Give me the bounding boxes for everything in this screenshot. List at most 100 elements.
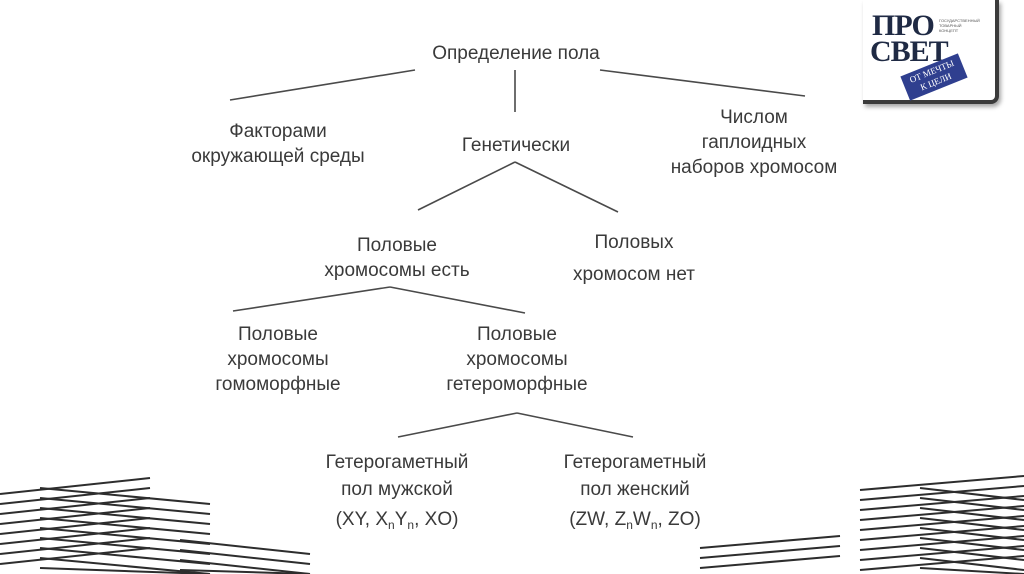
stripe-line — [0, 497, 151, 515]
stripe-line — [179, 559, 311, 574]
stripe-line — [0, 537, 151, 555]
stripe-line — [0, 487, 151, 505]
stripe-line — [919, 547, 1024, 561]
node-text: хромосом нет — [572, 264, 696, 285]
node-text: Половые — [357, 235, 437, 256]
stripe-line — [0, 507, 151, 525]
node-homomorphic: Половые хромосомы гомоморфные — [215, 322, 340, 397]
node-text: наборов хромосом — [670, 157, 838, 178]
connector-root-left — [229, 69, 416, 101]
formula-part: , ZO) — [657, 509, 701, 530]
formula-part: (XY, X — [335, 509, 389, 530]
stripe-line — [919, 537, 1024, 551]
node-text: Половых — [594, 232, 674, 253]
connector-genetic-right — [514, 161, 619, 213]
node-text: гаплоидных — [701, 132, 807, 153]
stripe-line — [859, 495, 1024, 511]
stripe-line — [699, 535, 841, 549]
node-text: пол женский — [580, 479, 690, 500]
stripe-line — [919, 567, 1024, 574]
stripe-line — [39, 537, 211, 555]
stripe-line — [859, 545, 1024, 561]
node-sex-chromosomes-absent: Половых хромосом нет — [573, 230, 695, 287]
stripe-line — [39, 527, 211, 545]
formula-subscript: n — [407, 518, 415, 532]
node-haploid-sets: Числом гаплоидных наборов хромосом — [671, 105, 838, 180]
connector-genetic-left — [417, 161, 516, 211]
stripe-line — [919, 497, 1024, 511]
node-text: Факторами — [229, 121, 327, 142]
node-genetically: Генетически — [462, 133, 570, 158]
logo-small-text: ГОСУДАРСТВЕННЫЙ ТОВАРНЫЙ КОНЦЕПТ — [939, 18, 980, 33]
connector-present-right — [389, 286, 526, 314]
node-text: Гетерогаметный — [563, 452, 707, 473]
node-heteromorphic: Половые хромосомы гетероморфные — [446, 322, 587, 397]
node-text: Половые — [477, 324, 557, 345]
node-text: Гетерогаметный — [325, 452, 469, 473]
node-text: хромосомы — [227, 349, 329, 370]
logo-small-line: КОНЦЕПТ — [939, 28, 959, 33]
stripe-line — [859, 515, 1024, 531]
node-text: пол мужской — [341, 479, 453, 500]
formula-male: (XY, XnYn, XO) — [326, 506, 469, 533]
node-text: Определение пола — [432, 43, 600, 64]
stripe-line — [699, 545, 841, 559]
stripe-line — [39, 487, 211, 505]
formula-part: Y — [394, 509, 408, 530]
stripe-line — [39, 507, 211, 525]
stripe-line — [0, 517, 151, 535]
stripe-line — [39, 517, 211, 535]
formula-subscript: n — [650, 518, 658, 532]
connector-hetero-left — [397, 412, 518, 438]
logo-word-pro: ПРО — [872, 9, 935, 42]
node-sex-chromosomes-present: Половые хромосомы есть — [324, 233, 469, 283]
node-text: гетероморфные — [446, 374, 588, 395]
stripe-line — [0, 527, 151, 545]
node-text: окружающей среды — [191, 146, 365, 167]
node-text: Половые — [237, 324, 318, 345]
node-text: Числом — [720, 107, 788, 128]
formula-subscript: n — [388, 518, 395, 532]
stripe-line — [859, 535, 1024, 551]
stripe-line — [0, 547, 151, 565]
stripe-line — [919, 487, 1024, 501]
stripe-line — [39, 497, 211, 515]
stripe-line — [919, 527, 1024, 541]
formula-part: W — [632, 509, 651, 530]
logo-small-line: ГОСУДАРСТВЕННЫЙ — [939, 18, 980, 23]
stripe-line — [859, 475, 1024, 491]
node-text: хромосомы — [466, 349, 568, 370]
node-text: Генетически — [461, 135, 571, 156]
connector-present-left — [232, 286, 391, 312]
stripe-line — [859, 525, 1024, 541]
stripe-line — [179, 539, 311, 555]
stripe-line — [39, 567, 211, 574]
stripe-line — [859, 555, 1024, 571]
node-text: хромосомы есть — [324, 260, 470, 281]
stripe-line — [859, 505, 1024, 521]
node-environmental-factors: Факторами окружающей среды — [191, 119, 364, 169]
stripe-line — [859, 485, 1024, 501]
formula-female: (ZW, ZnWn, ZO) — [564, 506, 707, 533]
connector-root-right — [599, 69, 806, 97]
formula-part: (ZW, Z — [569, 509, 627, 530]
stripe-line — [179, 549, 311, 565]
node-text: гомоморфные — [215, 374, 341, 395]
connector-hetero-right — [516, 412, 634, 438]
node-female-heterogametic: Гетерогаметный пол женский (ZW, ZnWn, ZO… — [564, 449, 707, 533]
stripe-line — [179, 569, 311, 574]
stripe-line — [919, 557, 1024, 571]
stripe-line — [699, 555, 841, 569]
stripe-line — [39, 547, 211, 565]
formula-part: , XO) — [414, 509, 459, 530]
formula-subscript: n — [626, 518, 633, 532]
node-male-heterogametic: Гетерогаметный пол мужской (XY, XnYn, XO… — [326, 449, 469, 533]
stripe-line — [0, 477, 151, 495]
stripe-line — [919, 507, 1024, 521]
stripe-line — [919, 517, 1024, 531]
stripe-line — [39, 557, 211, 574]
node-sex-determination: Определение пола — [432, 41, 600, 66]
